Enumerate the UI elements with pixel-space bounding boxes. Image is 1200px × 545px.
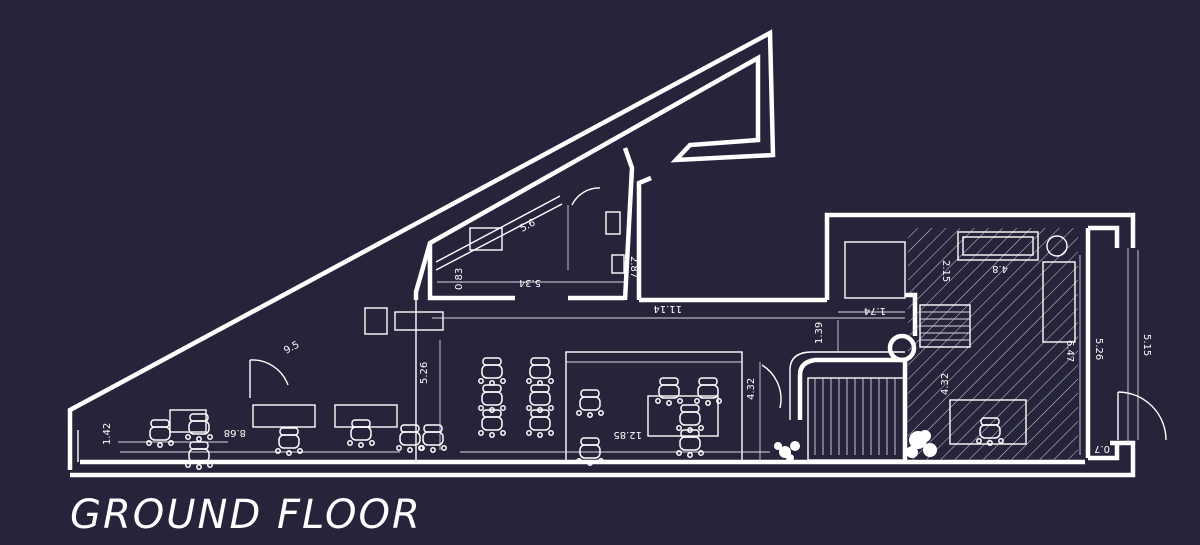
dim-mid-width: 12.85 xyxy=(613,429,642,440)
floor-title: GROUND FLOOR xyxy=(70,492,422,538)
outer-walls xyxy=(67,29,1136,478)
dim-office-width: 8.68 xyxy=(224,427,246,438)
dim-kitchen-width: 5.34 xyxy=(519,277,541,288)
stair-treads xyxy=(814,378,896,455)
dim-right-height-b: 5.26 xyxy=(1093,338,1104,360)
furniture-chairs xyxy=(146,357,1004,470)
dim-diag-room: 9.5 xyxy=(282,339,301,356)
dim-offset-b: 1.74 xyxy=(864,305,886,316)
dim-right-edge: 5.15 xyxy=(1141,334,1152,356)
dim-right-width: 4.8 xyxy=(992,263,1008,274)
dim-bottom-right: 0.7 xyxy=(1094,443,1110,454)
dim-kitchen-diag: 5.6 xyxy=(518,217,537,234)
dim-mid-height: 4.32 xyxy=(746,378,757,400)
dim-wc-height: 2.87 xyxy=(628,256,639,278)
partitions xyxy=(118,187,1167,463)
dim-right-height-a: 4.32 xyxy=(940,373,951,395)
dim-kitchen-height: 0.83 xyxy=(454,268,465,290)
plant-icon xyxy=(774,441,800,462)
dim-office-height: 5.26 xyxy=(419,362,430,384)
plant-icon xyxy=(906,430,937,458)
dim-right-top: 2.15 xyxy=(940,260,951,282)
dim-offset-a: 1.39 xyxy=(814,322,825,344)
dim-right-depth: 6.47 xyxy=(1064,340,1075,362)
dim-left-height: 1.42 xyxy=(102,423,113,445)
dim-corridor-length: 11.14 xyxy=(653,303,682,314)
